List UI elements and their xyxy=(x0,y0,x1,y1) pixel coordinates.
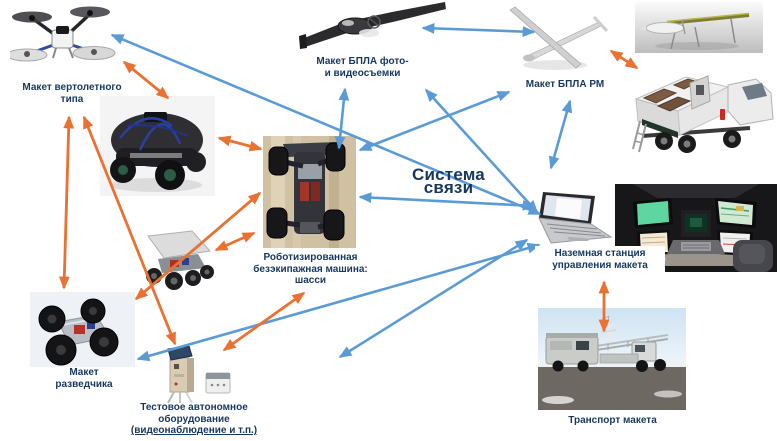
test-equipment-label-line3: (видеонаблюдение и т.п.) xyxy=(130,425,258,436)
scout-model-label: Макет разведчика xyxy=(38,367,130,390)
ground-station-label-line2: управления макета xyxy=(552,259,648,271)
uav-photo-image xyxy=(635,2,763,58)
scout-rover-image xyxy=(30,292,135,372)
arrow-rmuav-ground-station xyxy=(548,99,573,170)
photo-video-uav-label-line2: и видеосъемки xyxy=(324,67,401,79)
truck-render-image xyxy=(628,57,778,162)
arrow-quadcopter-scout xyxy=(58,115,75,290)
arrow-panelrover-chassis xyxy=(214,231,256,252)
rm-uav-label-line1: Макет БПЛА РМ xyxy=(525,79,605,90)
panel-rover-image xyxy=(140,229,220,298)
test-equipment-label-line2: оборудование xyxy=(158,413,230,425)
transport-label-line1: Транспорт макета xyxy=(568,415,657,426)
comms-system-label: Система связи xyxy=(396,166,501,196)
robot-chassis-label-line1: Роботизированная xyxy=(263,252,358,263)
test-equipment-label-line1: Тестовое автономное xyxy=(140,402,248,413)
ground-station-label: Наземная станция управления макета xyxy=(535,246,665,274)
arrow-chassis-test-equipment xyxy=(222,291,306,352)
glider-uav-image xyxy=(497,3,622,83)
scout-model-label-line1: Макет xyxy=(69,367,99,378)
helicopter-model-label-line2: типа xyxy=(60,93,84,105)
robot-chassis-label: Роботизированная безэкипажная машина: ша… xyxy=(243,252,378,287)
ground-station-label-line1: Наземная станция xyxy=(554,248,646,259)
helicopter-model-label-line1: Макет вертолетного xyxy=(22,82,122,93)
photo-video-uav-label-line1: Макет БПЛА фото- xyxy=(316,56,409,67)
rm-uav-label: Макет БПЛА РМ xyxy=(512,79,618,91)
arrow-chassis-ground-station xyxy=(358,192,536,211)
control-room-photo-image xyxy=(615,184,777,277)
flying-wing-uav-image xyxy=(297,2,447,59)
test-equipment-image xyxy=(162,345,234,409)
photo-video-uav-label: Макет БПЛА фото- и видеосъемки xyxy=(300,56,425,79)
rc-car-photo-image xyxy=(263,136,356,253)
robot-chassis-label-line2: безэкипажная машина: xyxy=(253,263,368,275)
robot-chassis-label-line3: шасси xyxy=(294,275,327,286)
test-equipment-label: Тестовое автономное оборудование (видеон… xyxy=(120,402,268,437)
dome-robot-image xyxy=(100,96,215,201)
transport-label: Транспорт макета xyxy=(545,415,680,427)
laptop-image xyxy=(537,190,615,253)
helicopter-model-label: Макет вертолетного типа xyxy=(8,82,136,105)
arrow-chassis-rmuav xyxy=(358,90,511,152)
arrow-domerobot-chassis xyxy=(217,135,263,152)
scout-model-label-line2: разведчика xyxy=(55,378,113,390)
transport-photo-image xyxy=(538,308,686,415)
quadcopter-image xyxy=(6,2,120,87)
